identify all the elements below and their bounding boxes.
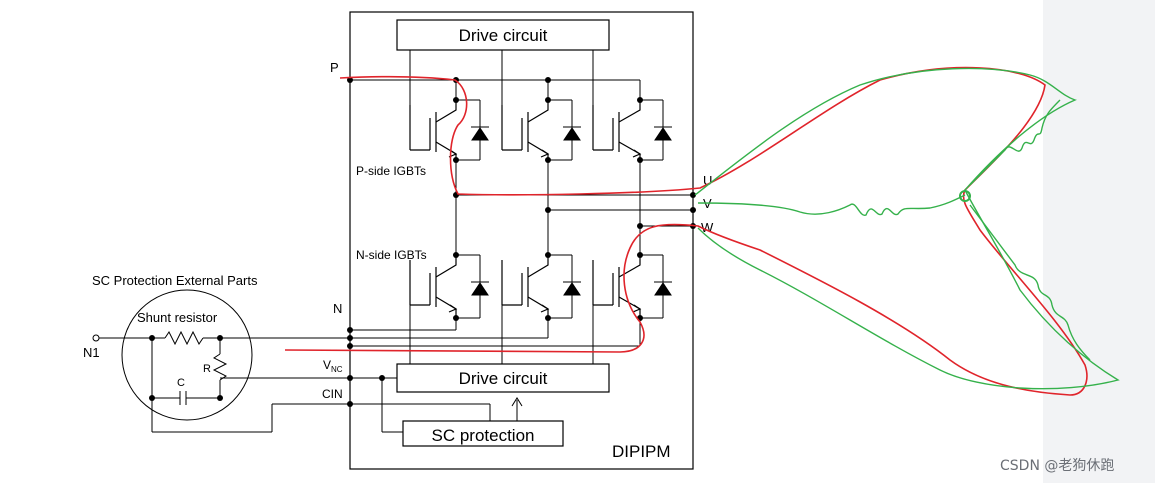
external-dots	[149, 335, 223, 401]
pin-u-label: U	[703, 173, 712, 188]
resistor-label: R	[203, 363, 211, 375]
p-side-igbts	[409, 100, 642, 160]
pin-vnc-main: V	[323, 358, 331, 372]
drive-circuit-top-label: Drive circuit	[459, 26, 548, 45]
external-parts-title: SC Protection External Parts	[92, 273, 258, 288]
pin-cin-label: CIN	[322, 387, 343, 401]
external-parts-circle	[121, 289, 253, 421]
csdn-watermark: CSDN @老狗休跑	[1000, 458, 1115, 474]
green-current-path-annotation	[694, 67, 1120, 390]
pin-vnc-label: VNC	[323, 358, 343, 374]
green-coil-v-annotation	[697, 194, 966, 216]
pin-vnc-sub: NC	[331, 365, 343, 374]
green-coil-w-annotation	[969, 204, 1091, 361]
capacitor-label: C	[177, 377, 185, 389]
shunt-resistor-label: Shunt resistor	[137, 310, 218, 325]
p-side-diodes	[471, 126, 672, 141]
drive-circuit-bottom-label: Drive circuit	[459, 369, 548, 388]
green-coil-u-annotation	[969, 99, 1061, 186]
p-side-igbts-label: P-side IGBTs	[356, 164, 426, 178]
module-name: DIPIPM	[612, 442, 671, 461]
drive-circuit-top: Drive circuit	[396, 19, 610, 51]
red-current-path-annotation	[284, 66, 1088, 396]
page-side-panel	[1043, 0, 1155, 483]
green-neutral-point-annotation	[959, 190, 971, 202]
p-bus	[350, 79, 693, 255]
pin-p-label: P	[330, 60, 339, 75]
drive-circuit-bottom: Drive circuit	[396, 363, 610, 393]
sc-protection-label: SC protection	[432, 426, 535, 445]
n-side-diodes	[471, 281, 672, 296]
n-side-igbts	[409, 255, 642, 318]
external-wiring	[92, 330, 350, 433]
pin-n1-label: N1	[83, 345, 100, 360]
top-gate-lines	[409, 50, 594, 105]
n-side-igbts-label: N-side IGBTs	[356, 248, 427, 262]
sc-protection-block: SC protection	[402, 397, 564, 447]
dipipm-module-outline	[349, 11, 694, 470]
pin-n-label: N	[333, 301, 342, 316]
